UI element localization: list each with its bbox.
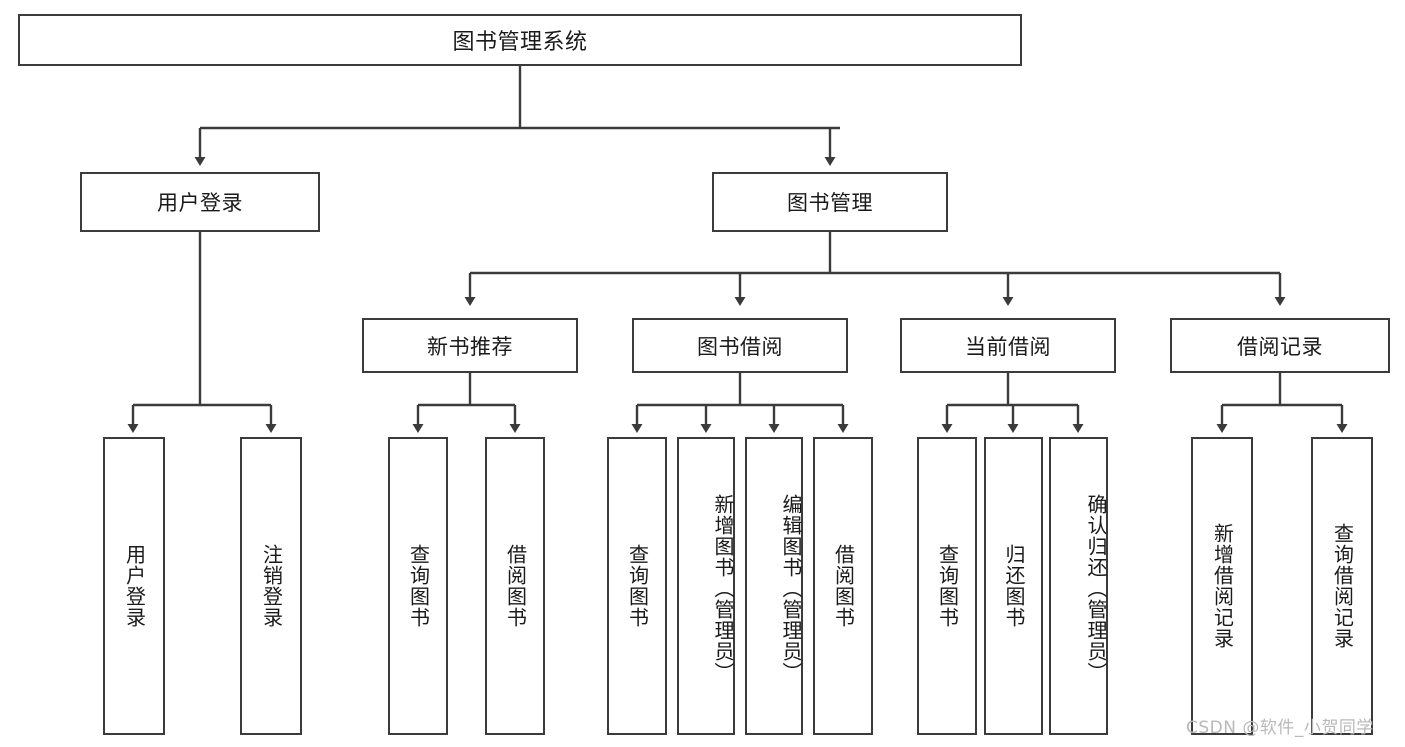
node-borrow-record[interactable]: 借阅记录 [1170,318,1390,373]
node-book-borrow[interactable]: 图书借阅 [632,318,848,373]
leaf-add-book-admin[interactable]: 新增图书（管理员） [677,437,735,735]
node-root-system[interactable]: 图书管理系统 [18,14,1022,66]
leaf-borrow-book-recommend[interactable]: 借阅图书 [485,437,545,735]
leaf-confirm-return-admin[interactable]: 确认归还（管理员） [1049,437,1108,735]
leaf-borrow-book-borrow[interactable]: 借阅图书 [813,437,873,735]
leaf-edit-book-admin[interactable]: 编辑图书（管理员） [745,437,803,735]
node-user-login[interactable]: 用户登录 [80,172,320,232]
node-book-manage[interactable]: 图书管理 [712,172,948,232]
leaf-user-login[interactable]: 用户登录 [103,437,165,735]
leaf-return-book[interactable]: 归还图书 [984,437,1043,735]
csdn-watermark: CSDN @软件_小贺同学 [1186,718,1374,738]
node-current-borrow[interactable]: 当前借阅 [900,318,1116,373]
node-new-book-recommend[interactable]: 新书推荐 [362,318,578,373]
leaf-query-book-recommend[interactable]: 查询图书 [388,437,448,735]
leaf-query-book-borrow[interactable]: 查询图书 [607,437,667,735]
leaf-add-borrow-record[interactable]: 新增借阅记录 [1191,437,1253,735]
leaf-logout-login[interactable]: 注销登录 [240,437,302,735]
leaf-query-book-current[interactable]: 查询图书 [917,437,977,735]
leaf-query-borrow-record[interactable]: 查询借阅记录 [1311,437,1373,735]
